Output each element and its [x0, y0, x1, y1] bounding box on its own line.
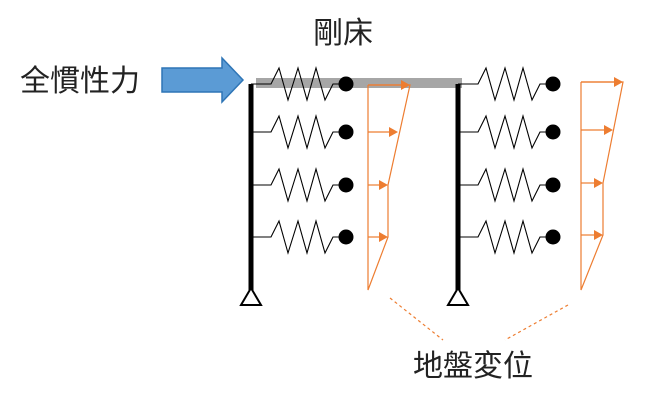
rigid-floor-beam — [256, 78, 462, 88]
right-disp-arrow-4-head — [594, 230, 603, 240]
left-displacement-profile — [367, 80, 411, 291]
right-displacement-outline — [580, 81, 624, 291]
spring-coil — [251, 166, 346, 204]
rigid-floor-label: 剛床 — [313, 16, 373, 51]
left-disp-arrow-4-head — [379, 232, 388, 242]
left-disp-arrow-3-head — [379, 180, 388, 190]
left-disp-arrow-1-head — [401, 80, 410, 90]
spring-node — [545, 177, 561, 193]
spring-coil — [458, 166, 553, 204]
soil-springs — [251, 65, 561, 256]
right-disp-arrow-3-head — [594, 178, 603, 188]
spring-coil — [251, 113, 346, 151]
inertia-force-arrow — [161, 56, 245, 104]
inertia-force-label: 全慣性力 — [20, 64, 140, 99]
spring-node — [338, 124, 354, 140]
spring-left-3 — [251, 166, 354, 204]
right-disp-arrow-2-head — [604, 125, 613, 135]
spring-node — [545, 76, 561, 92]
left-disp-arrow-2-head — [389, 127, 398, 137]
spring-node — [545, 124, 561, 140]
spring-left-1 — [251, 65, 354, 103]
left-leader-line — [389, 297, 444, 341]
spring-right-1 — [458, 65, 561, 103]
right-disp-arrow-1-head — [614, 77, 623, 87]
spring-node — [545, 229, 561, 245]
spring-right-3 — [458, 166, 561, 204]
spring-coil — [458, 65, 553, 103]
spring-coil — [458, 218, 553, 256]
spring-coil — [251, 218, 346, 256]
right-pin-support — [446, 286, 470, 306]
spring-coil — [251, 65, 346, 103]
spring-node — [338, 229, 354, 245]
right-leader-line — [504, 304, 569, 341]
spring-left-4 — [251, 218, 354, 256]
spring-node — [338, 76, 354, 92]
right-displacement-profile — [580, 77, 624, 291]
spring-coil — [458, 113, 553, 151]
spring-right-4 — [458, 218, 561, 256]
left-displacement-outline — [367, 84, 411, 291]
ground-displacement-label: 地盤変位 — [413, 349, 533, 384]
spring-right-2 — [458, 113, 561, 151]
left-pin-support — [239, 286, 263, 306]
spring-node — [338, 177, 354, 193]
spring-left-2 — [251, 113, 354, 151]
